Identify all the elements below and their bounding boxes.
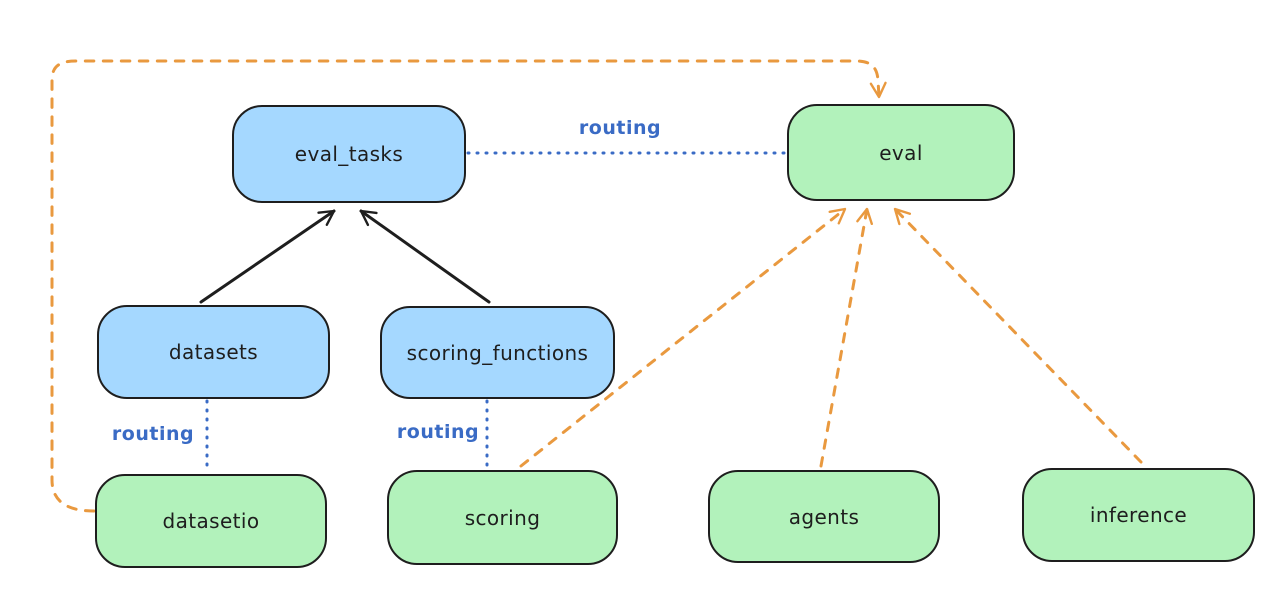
node-eval: eval xyxy=(787,104,1015,201)
node-scoring-label: scoring xyxy=(464,505,541,530)
node-scoring_functions-label: scoring_functions xyxy=(406,340,589,365)
arrow-datasetio-to-eval-loop xyxy=(50,59,887,513)
node-datasetio: datasetio xyxy=(95,474,327,568)
node-agents-label: agents xyxy=(788,504,860,529)
node-eval_tasks-label: eval_tasks xyxy=(294,142,404,166)
routing-label-eval_tasks-eval: routing xyxy=(578,117,662,139)
node-datasets: datasets xyxy=(97,305,330,399)
node-datasets-label: datasets xyxy=(168,340,259,364)
node-agents: agents xyxy=(708,470,940,563)
arrow-inference-to-eval xyxy=(893,207,1143,464)
arrow-scoring_functions-to-eval_tasks xyxy=(359,209,491,304)
arrow-scoring-to-eval xyxy=(519,207,847,468)
routing-label-scoring_functions-scoring: routing xyxy=(396,421,480,443)
node-inference-label: inference xyxy=(1089,503,1188,527)
node-scoring_functions: scoring_functions xyxy=(380,306,615,399)
node-inference: inference xyxy=(1022,468,1255,562)
node-datasetio-label: datasetio xyxy=(162,509,260,533)
node-eval-label: eval xyxy=(879,140,923,165)
arrow-agents-to-eval xyxy=(819,207,873,468)
node-scoring: scoring xyxy=(387,470,618,565)
node-eval_tasks: eval_tasks xyxy=(232,105,466,203)
arrow-datasets-to-eval_tasks xyxy=(199,209,336,304)
routing-label-datasets-datasetio: routing xyxy=(111,423,195,445)
